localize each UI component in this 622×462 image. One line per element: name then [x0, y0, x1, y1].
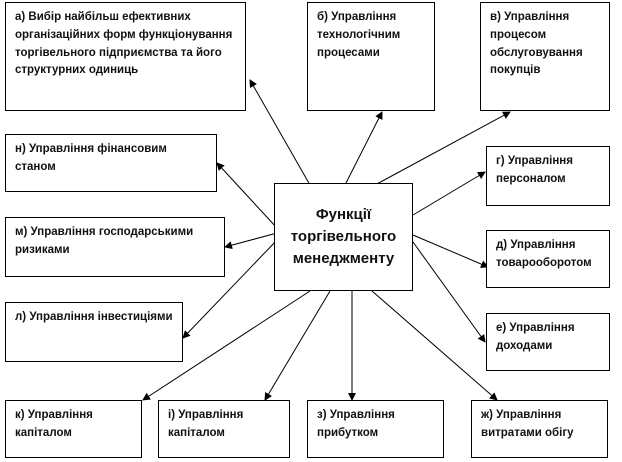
function-zh-box: ж) Управління витратами обігу — [471, 400, 608, 458]
function-a-box: а) Вибір найбільш ефективних організацій… — [5, 2, 246, 111]
function-m-label: м) Управління господарськими ризиками — [15, 226, 194, 256]
function-n-label: н) Управління фінансовим станом — [15, 143, 167, 173]
function-l-box: л) Управління інвестиціями — [5, 302, 183, 362]
function-d-label: д) Управління товарооборотом — [496, 239, 592, 269]
function-g-label: г) Управління персоналом — [496, 155, 573, 185]
function-b-box: б) Управління технологічним процесами — [307, 2, 435, 111]
function-n-box: н) Управління фінансовим станом — [5, 134, 217, 192]
function-zh-label: ж) Управління витратами обігу — [481, 409, 574, 439]
arrow-to-i — [264, 290, 331, 401]
function-z-box: з) Управління прибутком — [307, 400, 444, 458]
arrow-to-e — [412, 241, 486, 343]
function-d-box: д) Управління товарооборотом — [486, 230, 610, 288]
arrow-to-m — [224, 232, 278, 250]
arrow-to-l — [182, 239, 278, 339]
function-e-label: е) Управління доходами — [496, 322, 575, 352]
function-k-box: к) Управління капіталом — [5, 400, 142, 458]
arrow-to-g — [412, 171, 486, 216]
function-k-label: к) Управління капіталом — [15, 409, 93, 439]
function-m-box: м) Управління господарськими ризиками — [5, 217, 225, 277]
arrow-to-v — [374, 111, 511, 186]
function-i-label: і) Управління капіталом — [168, 409, 244, 439]
function-l-label: л) Управління інвестиціями — [15, 311, 173, 323]
function-v-label: в) Управління процесом обслуговування по… — [490, 11, 583, 77]
arrow-to-b — [344, 111, 383, 186]
function-z-label: з) Управління прибутком — [317, 409, 395, 439]
arrow-to-k — [142, 290, 311, 401]
arrow-to-n — [216, 162, 278, 229]
function-v-box: в) Управління процесом обслуговування по… — [480, 2, 610, 111]
arrow-to-a — [249, 79, 311, 186]
function-e-box: е) Управління доходами — [486, 313, 610, 371]
function-a-label: а) Вибір найбільш ефективних організацій… — [15, 11, 233, 77]
arrow-to-zh — [371, 290, 498, 401]
center-title: Функції торгівельного менеджменту — [290, 206, 397, 267]
function-b-label: б) Управління технологічним процесами — [317, 11, 401, 59]
arrow-to-d — [412, 234, 489, 268]
function-i-box: і) Управління капіталом — [158, 400, 290, 458]
center-title-box: Функції торгівельного менеджменту — [274, 183, 413, 291]
function-g-box: г) Управління персоналом — [486, 146, 610, 206]
